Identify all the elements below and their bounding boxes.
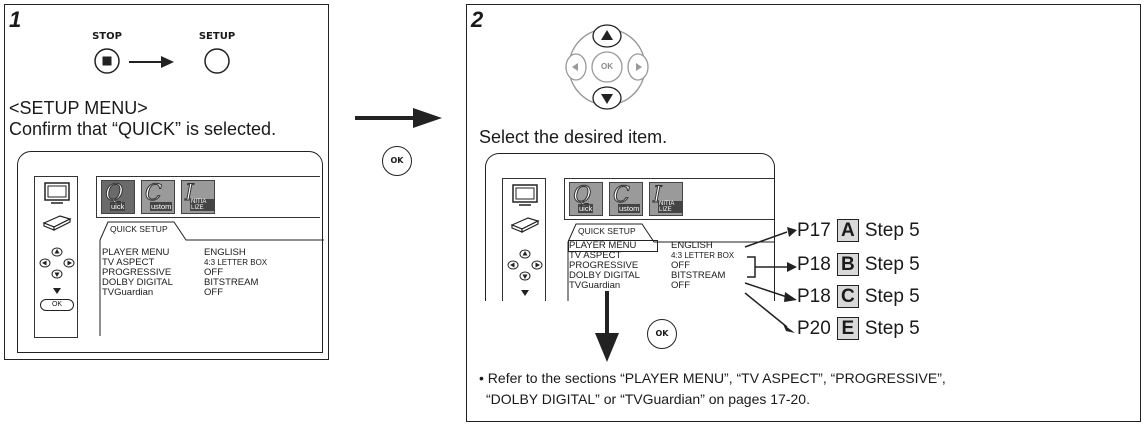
- tv-icon: [512, 184, 538, 206]
- quick-setup-icon[interactable]: Q uick: [101, 180, 135, 214]
- ref-letter: C: [836, 285, 859, 308]
- custom-setup-icon[interactable]: C ustom: [609, 182, 643, 216]
- step1-instruction: Confirm that “QUICK” is selected.: [9, 119, 277, 139]
- tv-screen-2: Q uick C ustom I NITIA LIZE QUICK SETUP: [485, 153, 775, 301]
- tab-outline-1: [99, 221, 324, 336]
- dvd-player-icon: [510, 217, 540, 233]
- ref-letter: A: [836, 219, 859, 242]
- callout-arrows: [744, 227, 797, 333]
- icon-bar-2: Q uick C ustom I NITIA LIZE: [564, 178, 774, 220]
- ref-row-a: P17 A Step 5: [797, 219, 920, 242]
- ref-step: Step 5: [864, 219, 920, 241]
- dpad-ok-label: OK: [601, 62, 613, 71]
- big-arrow-down-icon: [595, 291, 619, 362]
- tab-outline-2: [567, 223, 774, 301]
- ref-page: P18: [797, 253, 831, 275]
- quick-setup-icon[interactable]: Q uick: [569, 182, 603, 216]
- reference-note-line2: “DOLBY DIGITAL” or “TVGuardian” on pages…: [486, 391, 810, 407]
- ok-button-step2[interactable]: OK: [647, 319, 677, 349]
- initialize-icon[interactable]: I NITIA LIZE: [649, 182, 683, 216]
- step2-panel: 2 OK Select the desired item.: [466, 4, 1141, 422]
- tv-screen-1: OK Q uick C ustom I NITIA LIZE QUICK SET…: [17, 151, 324, 353]
- stop-button-label: STOP: [92, 31, 122, 42]
- ref-row-e: P20 E Step 5: [797, 317, 920, 340]
- reference-note-line1: • Refer to the sections “PLAYER MENU”, “…: [479, 370, 946, 386]
- quick-setup-tab[interactable]: QUICK SETUP: [110, 224, 168, 234]
- ref-page: P18: [797, 285, 831, 307]
- ref-letter: B: [836, 253, 859, 276]
- down-triangle-icon: [521, 290, 529, 296]
- dvd-player-icon: [42, 215, 72, 231]
- nav-column-1: OK: [34, 176, 78, 338]
- setup-menu-heading: <SETUP MENU>: [9, 98, 148, 118]
- ref-page: P17: [797, 219, 831, 241]
- initialize-icon[interactable]: I NITIA LIZE: [181, 180, 215, 214]
- step2-number: 2: [471, 7, 484, 32]
- down-triangle-icon: [53, 288, 61, 294]
- ref-letter: E: [836, 317, 859, 340]
- remote-dpad-icon: [507, 249, 543, 281]
- big-arrow-right-icon: [355, 108, 442, 128]
- ok-pill: OK: [40, 299, 74, 311]
- ref-row-c: P18 C Step 5: [797, 285, 920, 308]
- ref-page: P20: [797, 317, 831, 339]
- stop-button-icon[interactable]: [93, 47, 121, 75]
- nav-column-2: [502, 178, 546, 301]
- ref-row-b: P18 B Step 5: [797, 253, 920, 276]
- step2-instruction: Select the desired item.: [479, 127, 668, 147]
- tv-icon: [44, 182, 70, 204]
- remote-dpad-icon: [39, 247, 75, 279]
- arrow-right-icon: [129, 56, 174, 68]
- quick-setup-tab[interactable]: QUICK SETUP: [578, 226, 636, 236]
- ref-step: Step 5: [864, 253, 920, 275]
- setup-button-label: SETUP: [198, 31, 236, 42]
- step1-panel: 1 STOP SETUP <SETUP MENU> Confirm that “…: [4, 4, 329, 360]
- ok-button-transition[interactable]: OK: [382, 146, 412, 176]
- remote-dpad-large-icon[interactable]: [561, 21, 653, 113]
- ref-step: Step 5: [864, 285, 920, 307]
- custom-setup-icon[interactable]: C ustom: [141, 180, 175, 214]
- ref-step: Step 5: [864, 317, 920, 339]
- step1-number: 1: [9, 7, 22, 32]
- setup-button-icon[interactable]: [203, 47, 231, 75]
- icon-bar-1: Q uick C ustom I NITIA LIZE: [96, 176, 320, 218]
